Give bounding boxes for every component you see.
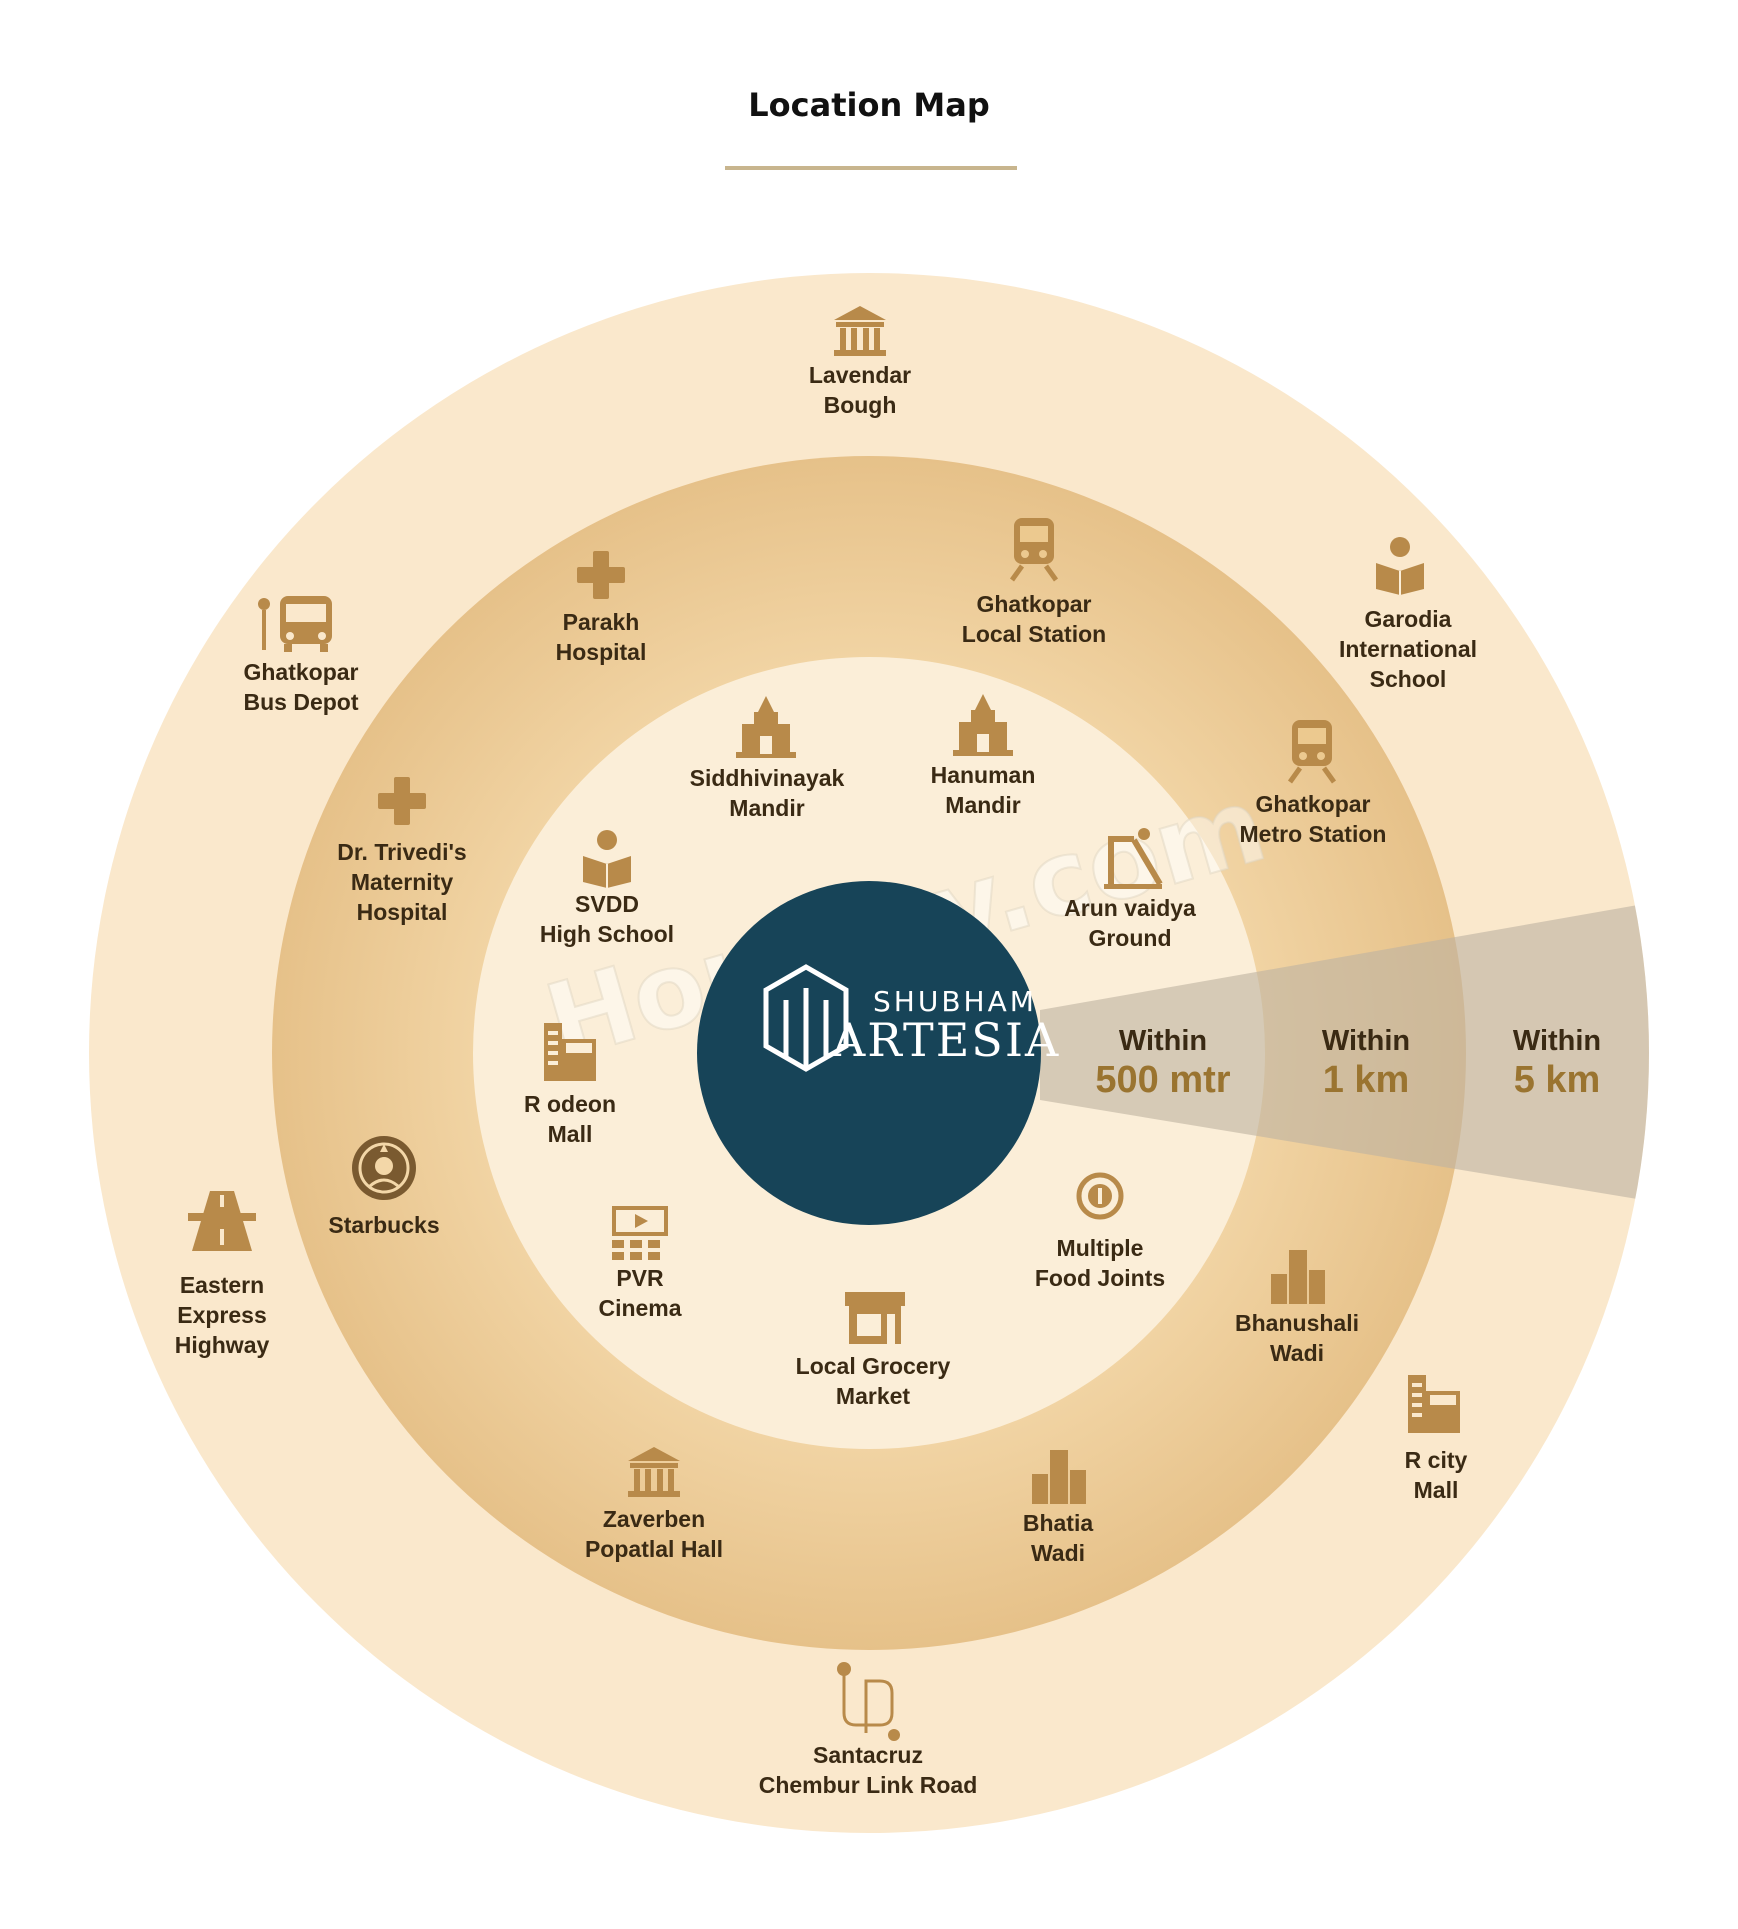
place-label-arun: Ground — [1088, 925, 1171, 951]
place-label-santacruz: Santacruz — [813, 1742, 923, 1768]
place-label-zaverben: Zaverben — [603, 1506, 705, 1532]
place-label-siddhi: Mandir — [729, 795, 804, 821]
mall-icon — [1408, 1375, 1460, 1433]
place-label-metro: Metro Station — [1240, 821, 1387, 847]
starbucks-logo-icon — [352, 1136, 416, 1200]
cinema-icon — [612, 1206, 668, 1260]
place-label-metro: Ghatkopar — [1255, 791, 1370, 817]
bus-icon — [258, 596, 332, 652]
place-label-bhatia: Wadi — [1031, 1540, 1085, 1566]
buildings-icon — [1032, 1450, 1086, 1504]
zone-distance-5km: 5 km — [1514, 1059, 1601, 1101]
place-label-bhanushali: Bhanushali — [1235, 1310, 1359, 1336]
temple-icon — [736, 696, 796, 758]
page-title: Location Map — [748, 86, 990, 124]
place-label-local: Ghatkopar — [976, 591, 1091, 617]
title-underline — [725, 166, 1017, 170]
zone-distance-1km: 1 km — [1323, 1059, 1410, 1101]
place-label-rcity: Mall — [1414, 1477, 1459, 1503]
brand-line2: ARTESIA — [831, 1013, 1060, 1067]
place-label-parakh: Hospital — [556, 639, 647, 665]
medical-cross-icon — [378, 777, 426, 825]
place-label-food: Food Joints — [1035, 1265, 1165, 1291]
train-icon — [1287, 720, 1337, 784]
place-label-trivedi: Maternity — [351, 869, 453, 895]
place-label-grocery: Market — [836, 1383, 910, 1409]
place-label-hanuman: Mandir — [945, 792, 1020, 818]
place-label-highway: Highway — [175, 1332, 270, 1358]
place-label-zaverben: Popatlal Hall — [585, 1536, 723, 1562]
place-label-parakh: Parakh — [563, 609, 640, 635]
place-label-garodia: International — [1339, 636, 1477, 662]
playground-icon — [1104, 828, 1163, 889]
medical-cross-icon — [577, 551, 625, 599]
place-label-bus: Ghatkopar — [243, 659, 358, 685]
reading-icon — [583, 830, 631, 888]
place-label-svdd: SVDD — [575, 891, 639, 917]
highway-icon — [188, 1191, 256, 1251]
bank-icon — [628, 1447, 680, 1497]
train-icon — [1009, 518, 1059, 582]
bank-icon — [834, 306, 886, 356]
place-label-garodia: School — [1370, 666, 1447, 692]
place-label-trivedi: Hospital — [357, 899, 448, 925]
zone-label-5km: Within — [1513, 1025, 1601, 1057]
place-labels: LavendarBoughGarodiaInternationalSchoolG… — [175, 362, 1477, 1798]
place-label-arun: Arun vaidya — [1064, 895, 1196, 921]
food-icon — [1076, 1172, 1124, 1220]
distance-beam — [1040, 902, 1649, 1202]
place-label-lavendar: Bough — [824, 392, 897, 418]
reading-icon — [1376, 537, 1424, 595]
place-label-bus: Bus Depot — [244, 689, 359, 715]
buildings-icon — [1271, 1250, 1325, 1304]
place-label-rcity: R city — [1405, 1447, 1468, 1473]
place-label-lavendar: Lavendar — [809, 362, 911, 388]
place-label-garodia: Garodia — [1365, 606, 1452, 632]
zone-label-1km: Within — [1322, 1025, 1410, 1057]
place-label-grocery: Local Grocery — [796, 1353, 951, 1379]
temple-icon — [953, 694, 1013, 756]
place-label-svdd: High School — [540, 921, 674, 947]
place-label-santacruz: Chembur Link Road — [759, 1772, 978, 1798]
building-logo-icon — [763, 964, 849, 1072]
place-label-odeon: R odeon — [524, 1091, 616, 1117]
place-label-odeon: Mall — [548, 1121, 593, 1147]
zone-label-500m: Within — [1119, 1025, 1207, 1057]
place-label-hanuman: Hanuman — [931, 762, 1036, 788]
place-label-pvr: PVR — [616, 1265, 664, 1291]
place-label-starbucks: Starbucks — [328, 1212, 439, 1238]
zone-distance-500m: 500 mtr — [1095, 1059, 1230, 1101]
shop-icon — [845, 1292, 905, 1344]
place-label-bhanushali: Wadi — [1270, 1340, 1324, 1366]
mall-icon — [544, 1023, 596, 1081]
place-label-highway: Express — [177, 1302, 267, 1328]
place-label-highway: Eastern — [180, 1272, 264, 1298]
place-label-siddhi: Siddhivinayak — [690, 765, 845, 791]
place-label-trivedi: Dr. Trivedi's — [337, 839, 466, 865]
route-icon — [837, 1662, 900, 1741]
place-label-pvr: Cinema — [598, 1295, 681, 1321]
place-label-local: Local Station — [962, 621, 1106, 647]
place-label-bhatia: Bhatia — [1023, 1510, 1094, 1536]
place-label-food: Multiple — [1057, 1235, 1144, 1261]
project-logo-circle — [697, 881, 1041, 1225]
brand-line1: SHUBHAM — [873, 985, 1037, 1018]
